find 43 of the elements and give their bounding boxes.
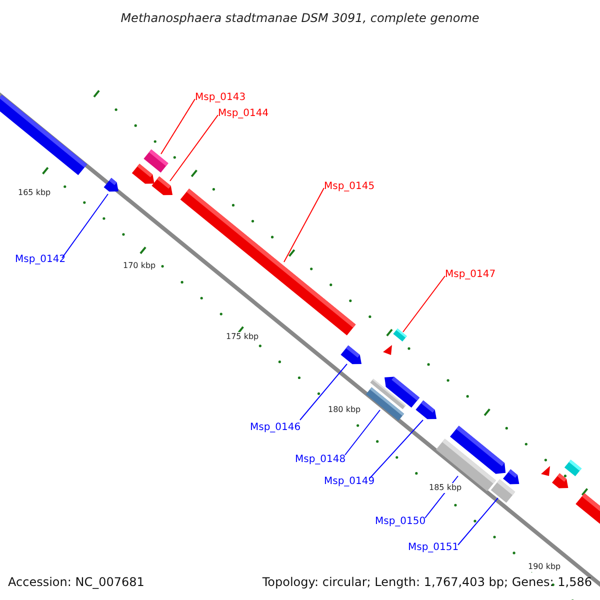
gene-bar <box>152 176 173 196</box>
scale-label: 170 kbp <box>122 261 157 271</box>
gene-label: Msp_0147 <box>445 270 496 280</box>
leader-line <box>458 498 498 546</box>
gene-label: Msp_0151 <box>408 543 459 553</box>
scale-label: 190 kbp <box>527 562 562 572</box>
scale-label: 180 kbp <box>327 405 362 415</box>
leader-line <box>344 410 380 456</box>
gene-marker <box>383 345 392 355</box>
gene-marker <box>541 466 550 476</box>
gene-bar <box>393 328 407 342</box>
gene-bar <box>503 469 520 484</box>
gene-bar <box>104 178 118 192</box>
leader-line <box>160 98 196 154</box>
gene-bar <box>450 426 506 474</box>
leader-line <box>62 194 108 258</box>
gene-label: Msp_0144 <box>218 109 269 119</box>
scale-label: 165 kbp <box>17 188 52 198</box>
gene-bar <box>132 164 154 184</box>
leader-line <box>402 276 446 332</box>
gene-bar <box>0 94 88 176</box>
title: Methanosphaera stadtmanae DSM 3091, complete genome <box>120 12 480 24</box>
gene-bar <box>552 473 568 488</box>
scale-label: 185 kbp <box>428 483 463 493</box>
gene-label: Msp_0148 <box>295 455 346 465</box>
gene-bar <box>340 345 362 364</box>
gene-bar <box>416 400 437 420</box>
gene-label: Msp_0149 <box>324 477 375 487</box>
gene-label: Msp_0150 <box>375 517 426 527</box>
gene-label: Msp_0146 <box>250 423 301 433</box>
gene-label: Msp_0142 <box>15 255 66 265</box>
leader-line <box>300 364 348 420</box>
gene-bar <box>384 376 420 408</box>
footer-text: Accession: NC_007681 <box>8 576 144 588</box>
footer-text: Topology: circular; Length: 1,767,403 bp; Genes: 1,586 <box>262 576 592 588</box>
gene-label: Msp_0143 <box>195 93 246 103</box>
gene-label: Msp_0145 <box>324 182 375 192</box>
scale-label: 175 kbp <box>225 332 260 342</box>
leader-line <box>284 188 324 262</box>
leader-line <box>370 420 424 478</box>
gene-bar <box>564 460 582 476</box>
gene-bar <box>144 149 168 173</box>
leader-line <box>170 114 218 182</box>
